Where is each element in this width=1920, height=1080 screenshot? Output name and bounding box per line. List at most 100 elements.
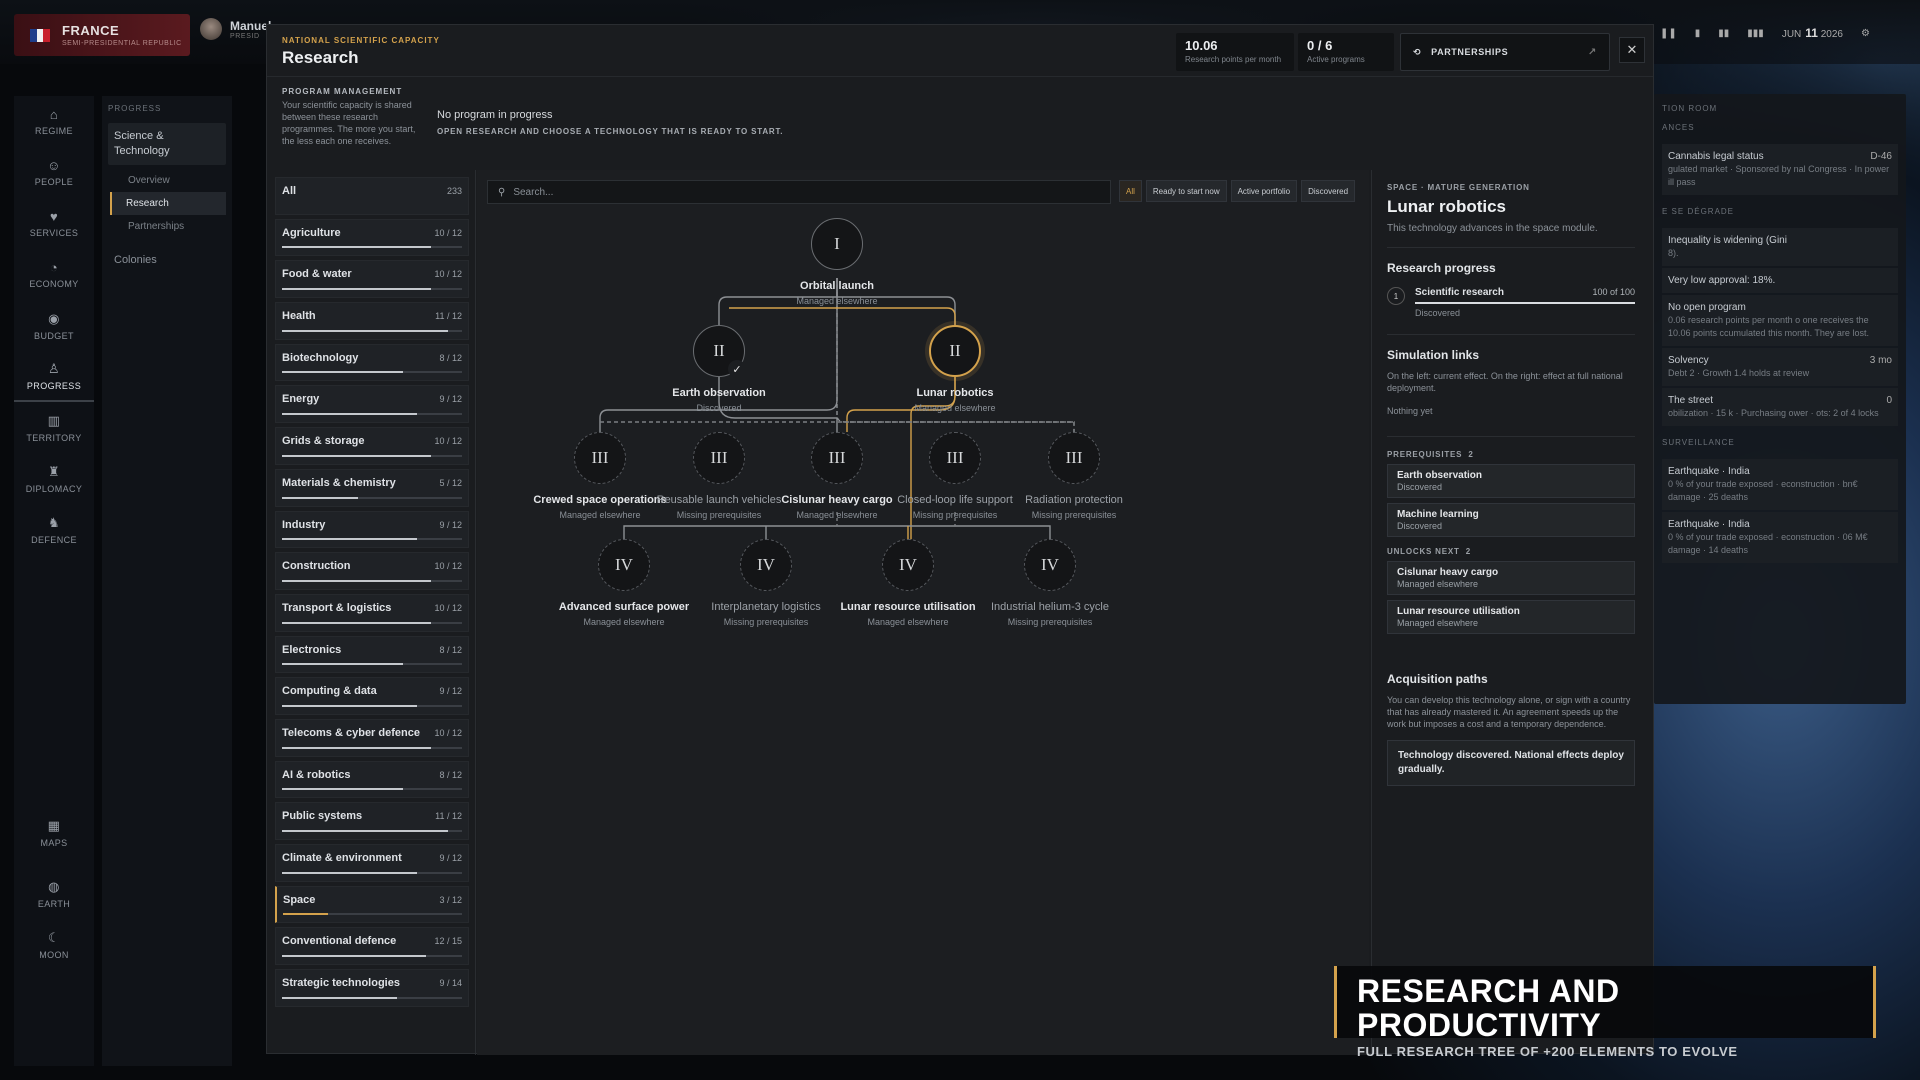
tree-link [836,278,1075,432]
filter-ready-to-start-now[interactable]: Ready to start now [1145,180,1227,202]
panel-section-header: SURVEILLANCE [1662,438,1735,447]
rail-item-territory[interactable]: ▥TERRITORY [14,402,94,453]
rail-item-people[interactable]: ☺PEOPLE [14,147,94,198]
filter-all[interactable]: All [1119,180,1142,202]
rail-item-defence[interactable]: ♞DEFENCE [14,504,94,555]
category-progress [282,579,462,582]
people-icon: ☺ [47,158,61,173]
rail-item-moon[interactable]: ☾MOON [14,919,94,970]
rail-item-progress[interactable]: ♙PROGRESS [14,351,94,402]
subnav-item-colonies[interactable]: Colonies [114,254,157,266]
situation-item[interactable]: Very low approval: 18%. [1662,268,1898,293]
simulation-heading: Simulation links [1387,348,1480,362]
rail-item-budget[interactable]: ◉BUDGET [14,300,94,351]
subnav-item-partnerships[interactable]: Partnerships [128,221,185,232]
filter-active-portfolio[interactable]: Active portfolio [1230,180,1298,202]
rail-item-diplomacy[interactable]: ♜DIPLOMACY [14,453,94,504]
subnav-item-research[interactable]: Research [110,192,226,215]
tier-badge: III [929,432,981,484]
speed-2-icon[interactable]: ▮▮ [1718,27,1730,39]
category-progress [282,955,462,958]
subnav-item-overview[interactable]: Overview [128,175,170,186]
detail-kicker: SPACE · MATURE GENERATION [1387,183,1530,192]
leader-badge[interactable]: Manuel PRESID [200,18,271,40]
rail-label: MAPS [40,837,68,848]
close-button[interactable]: ✕ [1619,37,1645,63]
unlock-name: Lunar resource utilisation [1397,606,1520,617]
rail-item-regime[interactable]: ⌂REGIME [14,96,94,147]
tech-name: Advanced surface power [558,601,690,613]
search-box[interactable]: ⚲ [487,180,1111,204]
program-management-desc: Your scientific capacity is shared betwe… [282,100,416,146]
speed-1-icon[interactable]: ▮ [1694,27,1701,39]
rail-item-economy[interactable]: ◔ECONOMY [14,249,94,300]
filter-discovered[interactable]: Discovered [1301,180,1356,202]
prerequisite-name: Earth observation [1397,470,1483,481]
rail-item-services[interactable]: ♥SERVICES [14,198,94,249]
category-name: Public systems [282,810,363,823]
category-count: 3 / 12 [439,894,462,905]
country-badge[interactable]: FRANCE SEMI-PRESIDENTIAL REPUBLIC [14,14,190,56]
unlock-name: Cislunar heavy cargo [1397,567,1499,578]
rail-label: BUDGET [34,330,74,341]
search-input[interactable] [513,186,1074,198]
tier-badge: III [574,432,626,484]
speed-3-icon[interactable]: ▮▮▮ [1747,27,1764,39]
rail-label: REGIME [35,126,73,136]
pause-icon[interactable]: ❚❚ [1660,27,1677,39]
rail-item-earth[interactable]: ◍EARTH [14,868,94,919]
simulation-desc: On the left: current effect. On the righ… [1387,371,1623,393]
acquisition-desc: You can develop this technology alone, o… [1387,695,1631,729]
rail-item-maps[interactable]: ▦MAPS [14,807,94,858]
partnerships-button[interactable]: ⟲ PARTNERSHIPS ↗ [1400,33,1610,71]
rail-label: EARTH [37,898,71,909]
subnav-group-science[interactable]: Science & Technology [108,123,226,165]
situation-detail: 8). [1668,248,1679,258]
gear-icon[interactable]: ⚙ [1860,27,1870,39]
